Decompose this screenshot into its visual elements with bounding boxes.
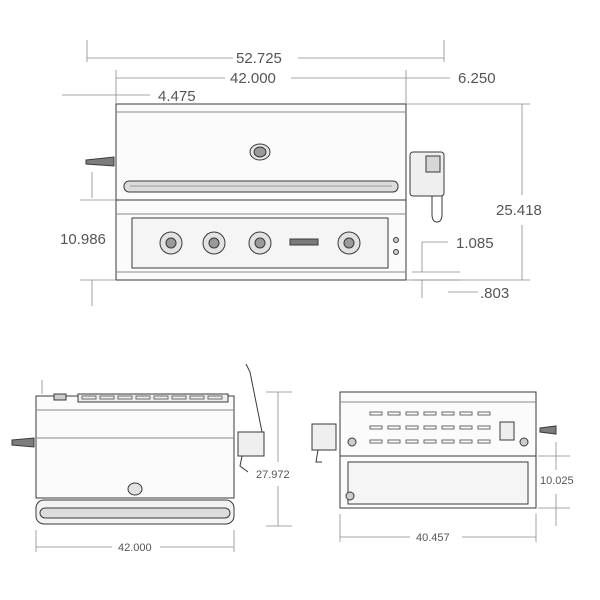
indicator-light-2 [393, 249, 399, 255]
back-vents [81, 395, 223, 400]
side-depth-label: 40.457 [416, 532, 450, 544]
indicator-light-1 [393, 237, 399, 243]
front-dimension-lines [62, 40, 530, 306]
base-offset-label: .803 [480, 285, 509, 302]
depth-label: 27.972 [256, 469, 290, 481]
front-view [85, 103, 445, 281]
side-offset-label: 4.475 [158, 88, 196, 105]
back-left-handle [11, 437, 35, 448]
side-lower-height-label: 10.025 [540, 475, 574, 487]
side-rotisserie-motor [311, 423, 337, 451]
left-side-handle [85, 156, 115, 167]
knob-depth-label: 1.085 [456, 235, 494, 252]
grill-width-label: 42.000 [230, 70, 276, 87]
back-dimension-lines [35, 380, 292, 552]
side-right-handle [539, 425, 557, 435]
back-width-label: 42.000 [118, 542, 152, 554]
rotisserie-width-label: 6.250 [458, 70, 496, 87]
brand-plate [289, 238, 319, 246]
back-view [11, 363, 265, 525]
front-height-label: 25.418 [496, 202, 542, 219]
overall-width-label: 52.725 [236, 50, 282, 67]
back-rotisserie-motor [237, 431, 265, 457]
side-vent-rows [369, 411, 491, 444]
side-dimension-lines [339, 442, 570, 542]
control-panel-height-label: 10.986 [60, 231, 106, 248]
back-panel [35, 395, 235, 499]
side-view [311, 391, 557, 509]
back-gas-fitting [127, 482, 143, 496]
